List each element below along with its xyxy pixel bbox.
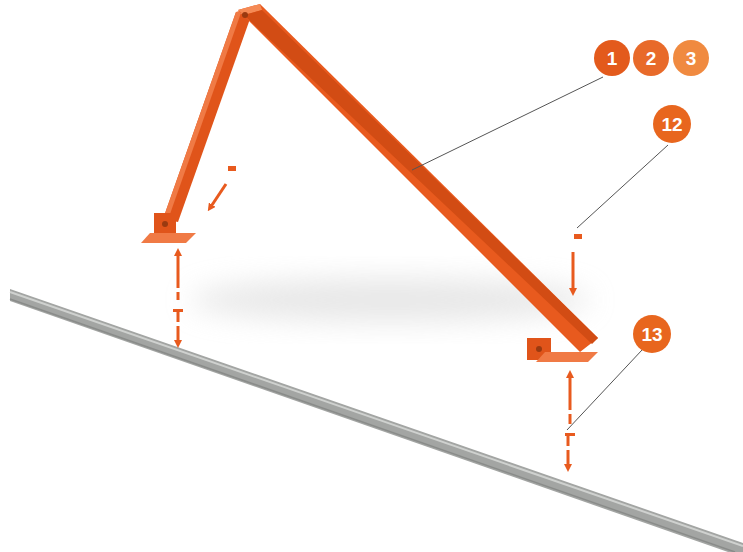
mounting-rail — [10, 289, 743, 552]
callout-number: 13 — [633, 315, 671, 353]
bolt-right — [565, 350, 642, 468]
triangle-frame — [141, 4, 598, 362]
bolt-left — [173, 252, 183, 344]
nut-right — [573, 145, 668, 292]
leader-line — [412, 77, 603, 170]
nut-left — [210, 166, 236, 208]
callout-number: 12 — [653, 105, 691, 143]
callout-number: 1 — [594, 40, 630, 76]
callout-number: 3 — [673, 40, 709, 76]
callout-number: 2 — [633, 40, 669, 76]
